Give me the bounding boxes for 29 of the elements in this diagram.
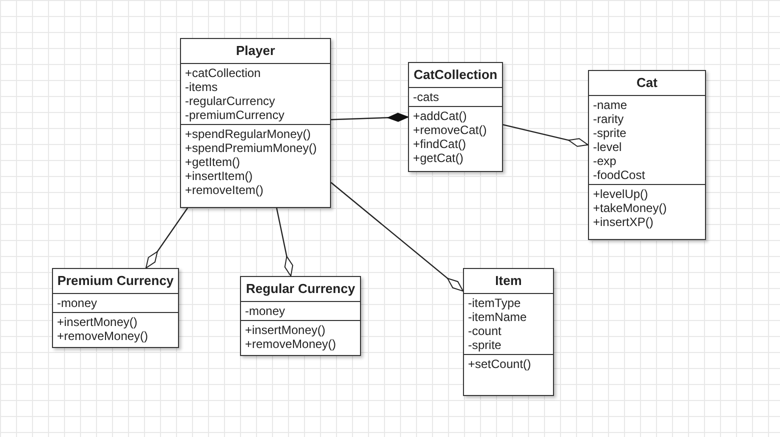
method-list: +levelUp() +takeMoney() +insertXP() bbox=[589, 185, 705, 231]
attribute-list: -money bbox=[241, 302, 360, 321]
attribute-list: -name -rarity -sprite -level -exp -foodCost bbox=[589, 96, 705, 185]
class-name: Item bbox=[464, 269, 553, 294]
class-box bbox=[588, 70, 706, 240]
attribute-list: +catCollection -items -regularCurrency -premiumCurrency bbox=[181, 64, 330, 125]
class-name: Player bbox=[181, 39, 330, 64]
class-box bbox=[52, 268, 179, 348]
class-box bbox=[240, 276, 361, 356]
class-box bbox=[408, 62, 503, 172]
method-list: +setCount() bbox=[464, 355, 553, 373]
class-box bbox=[180, 38, 331, 208]
class-box bbox=[463, 268, 554, 396]
composition-connector bbox=[330, 112, 408, 122]
method-list: +addCat() +removeCat() +findCat() +getCat() bbox=[409, 107, 502, 167]
method-list: +spendRegularMoney() +spendPremiumMoney() +getItem() +insertItem() +removeItem() bbox=[181, 125, 330, 199]
class-name: Premium Currency bbox=[53, 269, 178, 294]
aggregation-connector bbox=[330, 182, 464, 292]
attribute-list: -cats bbox=[409, 88, 502, 107]
aggregation-connector bbox=[502, 124, 588, 147]
class-name: Cat bbox=[589, 71, 705, 96]
class-name: Regular Currency bbox=[241, 277, 360, 302]
aggregation-connector bbox=[145, 208, 188, 268]
method-list: +insertMoney() +removeMoney() bbox=[53, 313, 178, 345]
method-list: +insertMoney() +removeMoney() bbox=[241, 321, 360, 353]
class-name: CatCollection bbox=[409, 63, 502, 88]
attribute-list: -money bbox=[53, 294, 178, 313]
aggregation-connector bbox=[276, 208, 294, 276]
attribute-list: -itemType -itemName -count -sprite bbox=[464, 294, 553, 355]
